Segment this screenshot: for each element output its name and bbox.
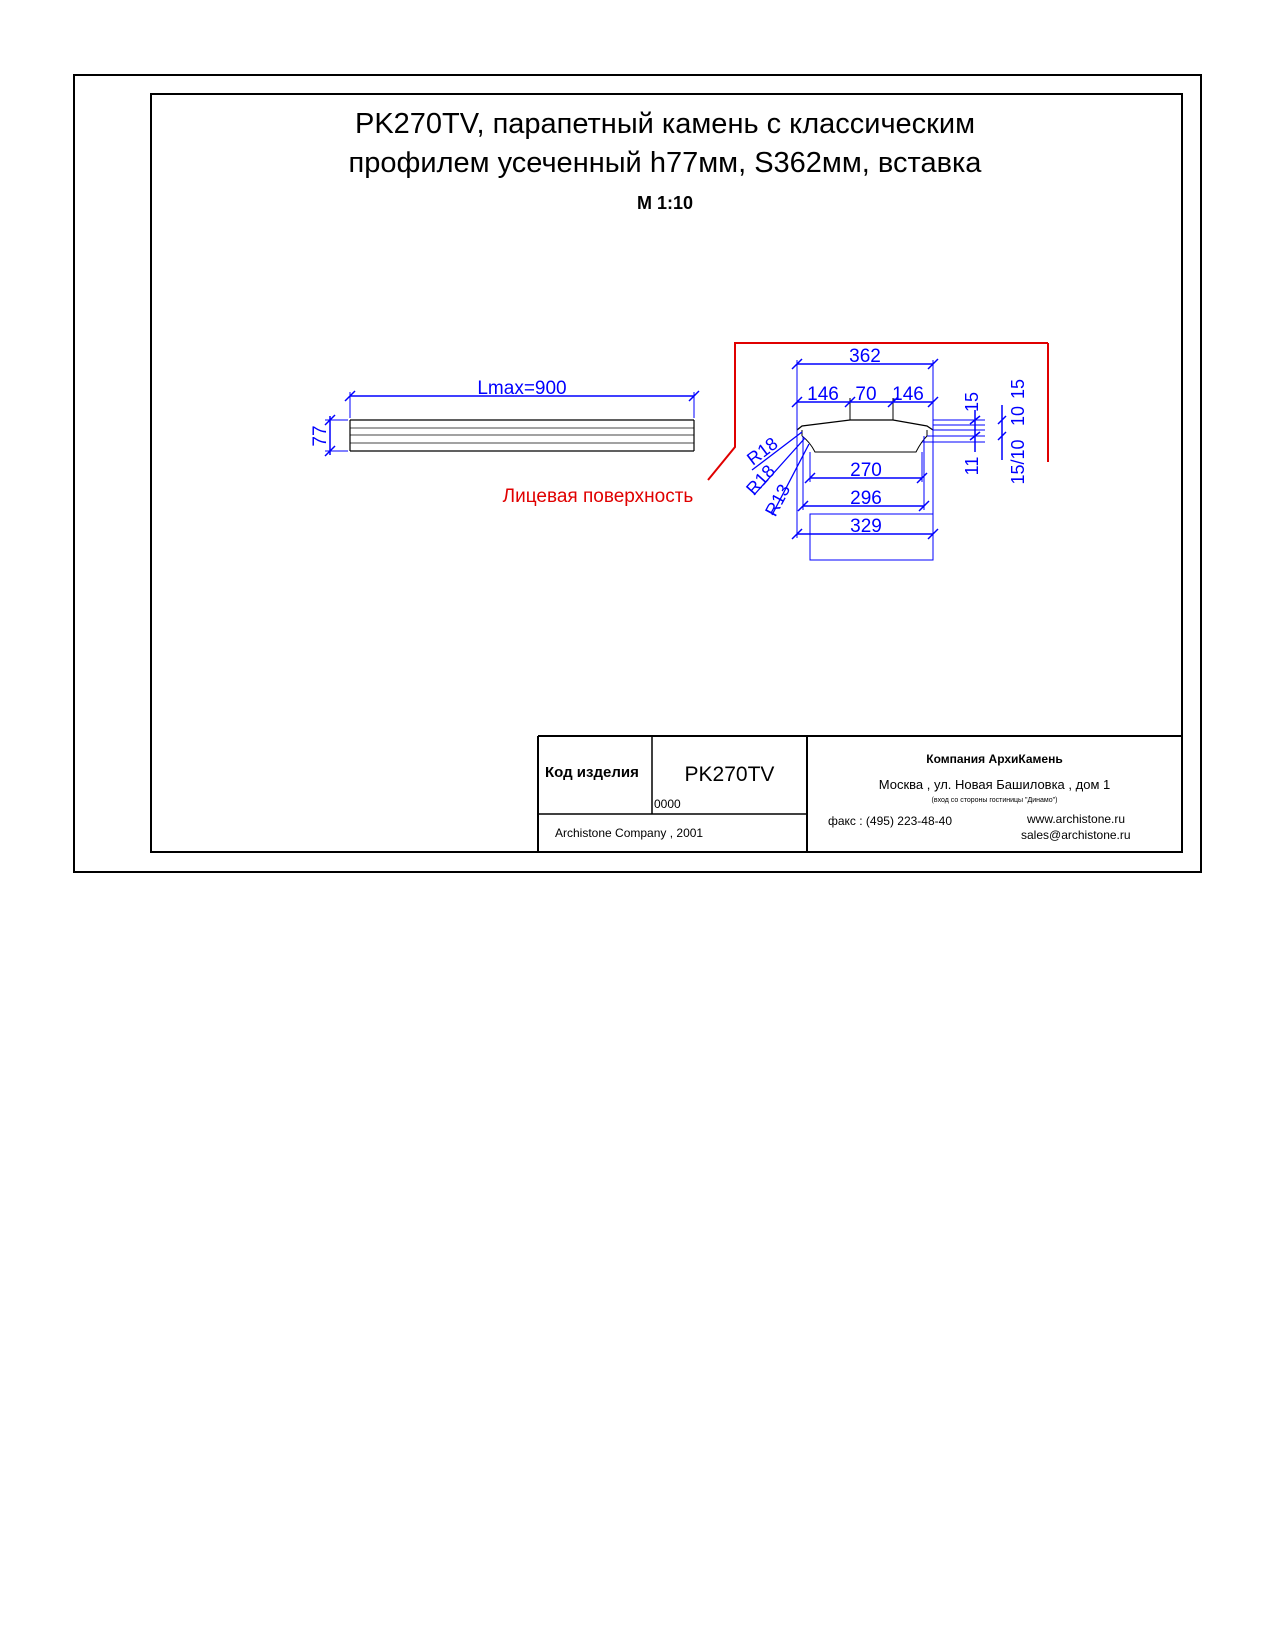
width-329-label: 329 <box>850 516 882 537</box>
cross-section-outline <box>796 398 934 453</box>
height-dimension-label: 77 <box>310 425 331 446</box>
top-left-width-label: 146 <box>807 384 839 405</box>
company-website-link[interactable]: www.archistone.ru <box>1027 812 1126 826</box>
width-296-label: 296 <box>850 488 882 509</box>
copyright-notice: Archistone Company , 2001 <box>555 826 704 840</box>
address-note: (вход со стороны гостиницы "Динамо") <box>931 797 1058 804</box>
face-surface-marker <box>707 342 1049 481</box>
company-fax: факс : (495) 223-48-40 <box>828 814 952 828</box>
title-line-2: профилем усеченный h77мм, S362мм, вставк… <box>348 147 982 179</box>
right-dim-b-label: 11 <box>962 457 982 476</box>
right-dim-e-label: 15/10 <box>1008 439 1028 484</box>
title-block-grid <box>537 735 1182 852</box>
product-code-number: 0000 <box>654 797 681 811</box>
outer-frame <box>73 74 1202 873</box>
product-code-value: PK270TV <box>684 763 775 786</box>
face-surface-label: Лицевая поверхность <box>503 486 694 507</box>
side-view <box>324 390 700 457</box>
inner-frame <box>150 93 1183 853</box>
right-dim-a-label: 15 <box>962 392 982 412</box>
drawing-scale: М 1:10 <box>636 193 694 213</box>
overall-width-label: 362 <box>849 346 881 367</box>
top-right-width-label: 146 <box>892 384 924 405</box>
cross-section-dimensions <box>751 358 1007 561</box>
product-code-label: Код изделия <box>545 764 639 781</box>
right-dim-c-label: 15 <box>1008 379 1028 399</box>
width-270-label: 270 <box>850 460 882 481</box>
length-dimension-label: Lmax=900 <box>477 378 566 399</box>
top-middle-width-label: 70 <box>855 384 876 405</box>
title-line-1: PK270TV, парапетный камень с классически… <box>354 108 976 140</box>
company-address: Москва , ул. Новая Башиловка , дом 1 <box>878 777 1111 792</box>
company-email-link[interactable]: sales@archistone.ru <box>1021 828 1131 842</box>
right-dim-d-label: 10 <box>1008 406 1028 426</box>
company-name: Компания АрхиКамень <box>926 752 1063 766</box>
